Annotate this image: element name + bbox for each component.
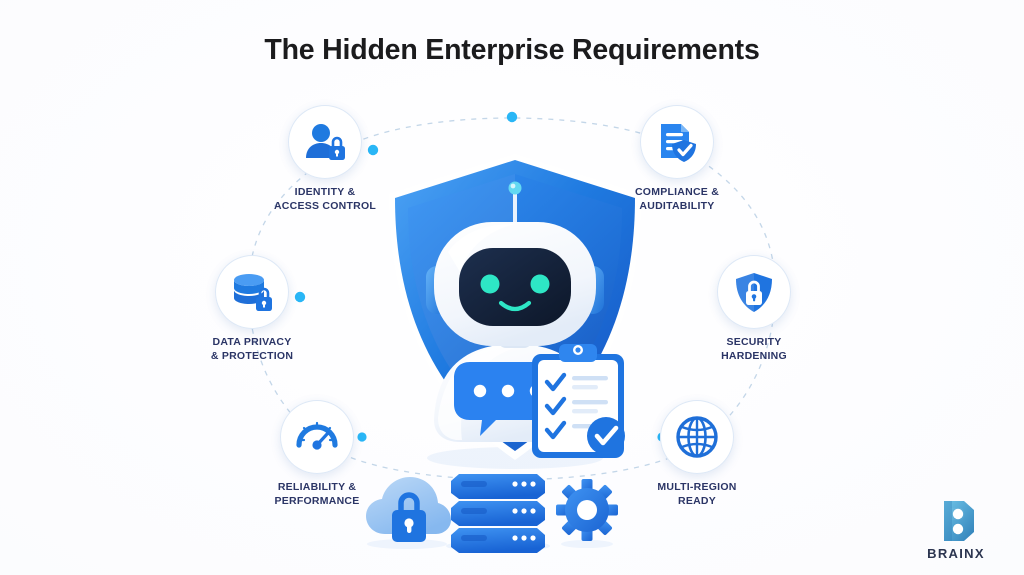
document-shield-check-icon xyxy=(661,124,696,162)
icon-bubble-data xyxy=(215,255,289,329)
node-data-privacy-protection[interactable]: DATA PRIVACY & PROTECTION xyxy=(177,255,327,364)
node-label-security: SECURITY HARDENING xyxy=(721,336,787,362)
node-security-hardening[interactable]: SECURITY HARDENING xyxy=(679,255,829,364)
icon-bubble-region xyxy=(660,400,734,474)
brainx-b-mark xyxy=(944,501,974,541)
node-label-identity: IDENTITY & ACCESS CONTROL xyxy=(273,186,377,212)
cloud-lock-icon xyxy=(366,477,451,549)
node-reliability-performance[interactable]: RELIABILITY & PERFORMANCE xyxy=(242,400,392,509)
globe-icon xyxy=(676,416,718,458)
brand-logo: BRAINX xyxy=(910,499,1002,561)
clipboard-checklist-icon xyxy=(532,344,625,458)
icon-bubble-security xyxy=(717,255,791,329)
icon-bubble-reliability xyxy=(280,400,354,474)
user-lock-icon xyxy=(306,124,345,160)
gear-icon xyxy=(556,479,618,548)
node-multi-region-ready[interactable]: MULTI-REGION READY xyxy=(622,400,772,509)
brand-wordmark: BRAINX xyxy=(927,546,985,561)
infrastructure-icons xyxy=(355,462,640,562)
node-compliance-auditability[interactable]: COMPLIANCE & AUDITABILITY xyxy=(602,105,752,214)
page-title: The Hidden Enterprise Requirements xyxy=(264,34,760,66)
icon-bubble-identity xyxy=(288,105,362,179)
node-label-compliance: COMPLIANCE & AUDITABILITY xyxy=(634,186,720,212)
database-lock-icon xyxy=(234,274,272,311)
node-label-region: MULTI-REGION READY xyxy=(657,481,737,507)
central-shield-robot xyxy=(370,148,660,478)
icon-bubble-compliance xyxy=(640,105,714,179)
node-label-data: DATA PRIVACY & PROTECTION xyxy=(210,336,294,362)
node-identity-access-control[interactable]: IDENTITY & ACCESS CONTROL xyxy=(250,105,400,214)
shield-lock-icon xyxy=(736,273,772,312)
server-rack-icon xyxy=(446,474,550,553)
speedometer-icon xyxy=(296,421,338,450)
node-label-reliability: RELIABILITY & PERFORMANCE xyxy=(274,481,360,507)
